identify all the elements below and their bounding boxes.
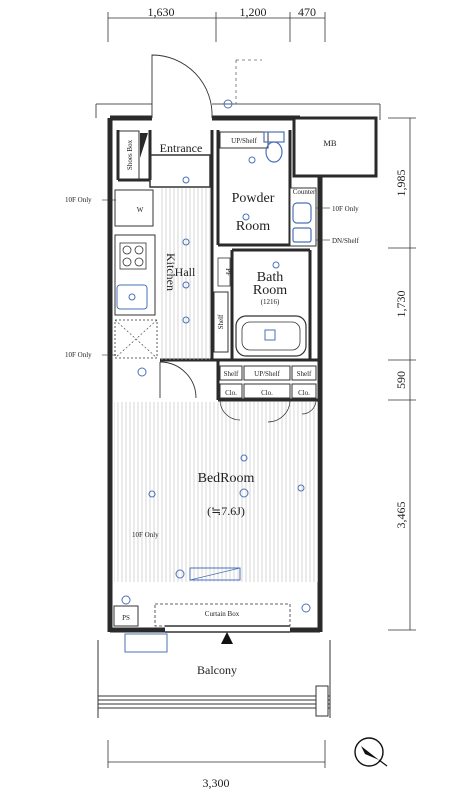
entrance-door xyxy=(151,54,213,119)
balcony-outline xyxy=(97,640,331,718)
curtain-box-label: Curtain Box xyxy=(205,610,240,618)
note-left-1: 10F Only xyxy=(65,196,92,204)
vertical-shelf xyxy=(213,291,229,353)
dim-right-3: 590 xyxy=(394,371,408,389)
outer-walls xyxy=(107,115,323,633)
bath-label-2: Room xyxy=(253,283,287,298)
bathtub xyxy=(235,315,307,357)
note-left-2: 10F Only xyxy=(65,351,92,359)
clo-3-label: Clo. xyxy=(298,389,310,397)
shelf-right-label: Shelf xyxy=(297,370,312,378)
counter-label: Counter xyxy=(293,188,316,196)
dim-bottom: 3,300 xyxy=(203,776,230,790)
floor-heater xyxy=(189,567,241,581)
washer-area xyxy=(114,189,154,227)
bedroom-door xyxy=(159,361,197,399)
dim-top-2: 1,200 xyxy=(240,5,267,19)
right-dimension-line xyxy=(388,117,416,631)
note-right-2: DN/Shelf xyxy=(332,237,360,245)
top-dimension-line xyxy=(107,12,326,42)
hall-floor xyxy=(160,188,210,360)
outdoor-unit xyxy=(124,633,168,653)
powder-label-1: Powder xyxy=(232,191,275,206)
floor-heater-diagonal xyxy=(189,567,241,581)
ps-box xyxy=(113,605,139,627)
mb-box xyxy=(292,116,378,178)
shoes-box-label: Shoes Box xyxy=(126,139,134,170)
bedroom-label: BedRoom xyxy=(198,471,255,486)
closet-door-arcs xyxy=(219,399,317,423)
bedroom-floor xyxy=(114,402,318,582)
pf-box xyxy=(217,257,231,287)
up-shelf-closet-label: UP/Shelf xyxy=(254,370,280,378)
balcony-label: Balcony xyxy=(197,663,237,677)
dim-top-1: 1,630 xyxy=(148,5,175,19)
closets xyxy=(219,365,317,399)
shelf-left-label: Shelf xyxy=(224,370,239,378)
dim-right-2: 1,730 xyxy=(394,291,408,318)
pf-label: PF xyxy=(224,268,232,276)
hall-label: Hall xyxy=(175,265,196,279)
sink-icon xyxy=(116,284,148,310)
vertical-shelf-label: Shelf xyxy=(217,314,225,329)
bottom-dimension-line xyxy=(107,740,326,768)
bath-drain-icon xyxy=(264,329,276,341)
shoes-box xyxy=(118,130,140,180)
dim-right-4: 3,465 xyxy=(394,502,408,529)
kitchen-counter xyxy=(114,234,156,316)
bath-size-label: (1216) xyxy=(261,298,280,306)
entrance-step xyxy=(149,154,211,188)
basin-icon xyxy=(292,202,312,243)
bedroom-size-label: (≒7.6J) xyxy=(207,504,245,518)
entry-arrow-icon xyxy=(221,632,233,644)
stove-icon xyxy=(119,242,147,270)
fixture-symbols xyxy=(121,99,311,613)
bathtub-inner xyxy=(241,321,301,351)
shoes-box-indicator xyxy=(140,133,148,158)
corridor-outline xyxy=(95,103,381,120)
dim-top-3: 470 xyxy=(298,5,316,19)
up-shelf-top-label: UP/Shelf xyxy=(231,137,257,145)
note-bedroom: 10F Only xyxy=(132,531,159,539)
north-compass-icon xyxy=(354,737,388,767)
toilet-icon xyxy=(263,131,285,163)
balcony-railing-post xyxy=(315,685,329,717)
mb-label: MB xyxy=(323,138,337,148)
bath-label-1: Bath xyxy=(257,270,283,285)
balcony-window xyxy=(165,625,290,633)
counter-box xyxy=(289,187,317,247)
powder-label-2: Room xyxy=(236,219,270,234)
kitchen-label: Kitchen xyxy=(164,253,178,291)
washer-label: W xyxy=(137,206,144,214)
curtain-box xyxy=(154,603,291,627)
clo-1-label: Clo. xyxy=(225,389,237,397)
dim-right-1: 1,985 xyxy=(394,170,408,197)
fridge-box xyxy=(114,319,158,359)
ps-label: PS xyxy=(122,614,130,622)
entrance-label: Entrance xyxy=(160,141,203,155)
dashed-outline-top xyxy=(235,59,262,104)
up-shelf-top xyxy=(219,131,269,149)
fridge-cross-2 xyxy=(114,319,158,359)
clo-2-label: Clo. xyxy=(261,389,273,397)
note-right-1: 10F Only xyxy=(332,205,359,213)
